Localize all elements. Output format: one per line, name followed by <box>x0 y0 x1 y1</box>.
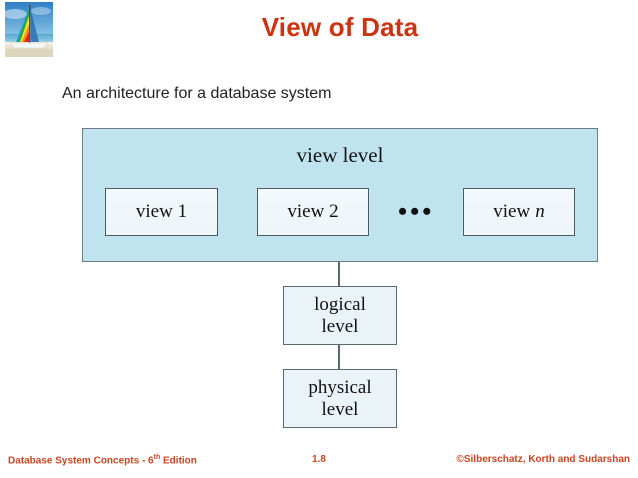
connector-view-to-logical <box>338 262 340 286</box>
view-box-n-label: view <box>493 201 531 222</box>
footer-page-number: 1.8 <box>312 454 326 465</box>
connector-logical-to-physical <box>338 345 340 369</box>
view-box-2: view 2 <box>257 188 369 236</box>
view-box-n-index: n <box>535 201 545 222</box>
view-box-2-label: view 2 <box>287 201 339 222</box>
logical-level-label-line2: level <box>321 315 359 337</box>
footer-edition-tail: Edition <box>160 455 197 467</box>
physical-level-label-line2: level <box>321 398 359 420</box>
footer-book-title: Database System Concepts - 6th Edition <box>8 454 197 466</box>
slide-subtitle: An architecture for a database system <box>62 85 332 102</box>
view-level-container: view level <box>82 128 598 262</box>
sailboat-beach-photo <box>5 2 53 57</box>
ellipsis-indicator: ••• <box>398 197 435 226</box>
physical-level-box: physical level <box>283 369 397 428</box>
footer-edition-superscript: th <box>153 454 161 461</box>
footer-copyright: ©Silberschatz, Korth and Sudarshan <box>456 454 630 465</box>
footer-book-title-text: Database System Concepts - 6 <box>8 455 154 467</box>
view-box-1: view 1 <box>105 188 218 236</box>
slide-footer: Database System Concepts - 6th Edition 1… <box>0 454 638 470</box>
page-title: View of Data <box>261 12 419 42</box>
logical-level-label-line1: logical <box>314 294 366 316</box>
view-box-1-label: view 1 <box>135 201 188 222</box>
view-level-label: view level <box>296 143 384 167</box>
physical-level-label-line1: physical <box>308 377 372 399</box>
course-logo <box>5 2 53 57</box>
logical-level-box: logical level <box>283 286 397 345</box>
